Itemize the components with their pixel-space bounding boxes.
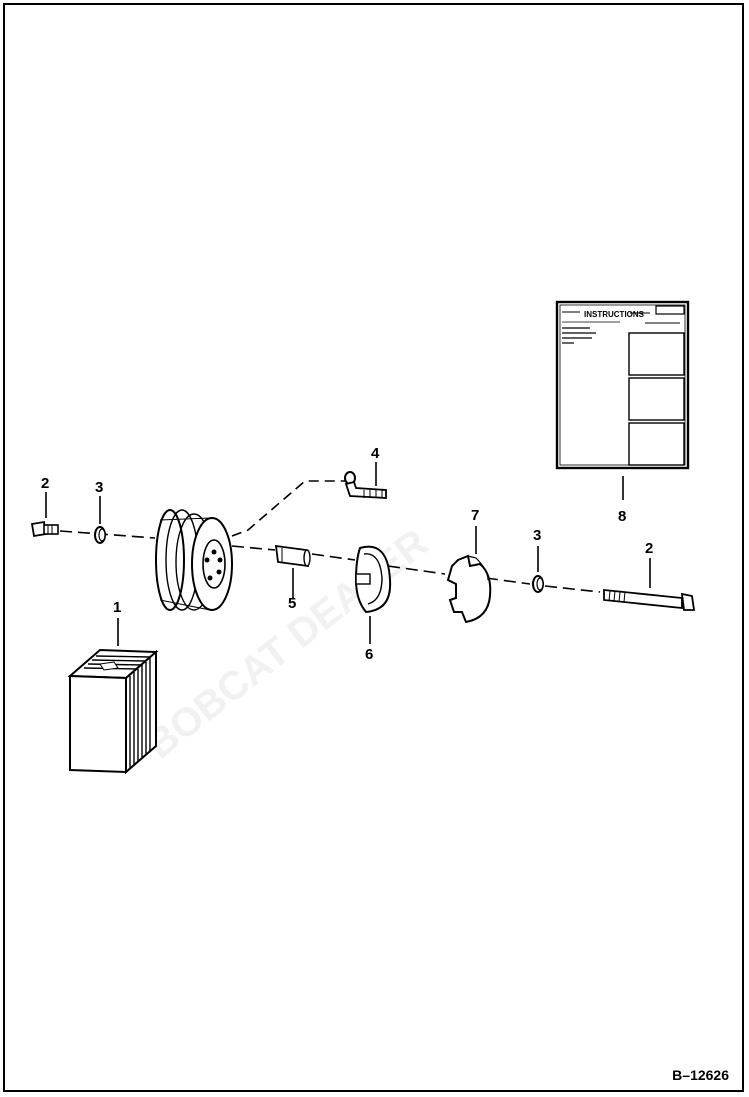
split-collar: [354, 545, 392, 644]
assembly-centerline: [59, 530, 601, 593]
callout-4: 4: [371, 445, 380, 462]
figure-number: B–12626: [672, 1067, 729, 1083]
callout-2-left: 2: [41, 475, 49, 492]
spacer-tube: [274, 544, 311, 598]
callout-2-right: 2: [645, 540, 653, 557]
callout-7: 7: [471, 507, 479, 524]
instruction-sheet-heading: INSTRUCTIONS: [584, 310, 645, 319]
callout-5: 5: [288, 595, 296, 612]
valve-stem: [344, 462, 387, 499]
washer-right: [532, 546, 544, 593]
valve-stem-path: [231, 480, 345, 537]
callout-3-left: 3: [95, 479, 103, 496]
page-border: [3, 3, 744, 1092]
callout-3-right: 3: [533, 527, 541, 544]
parts-box: [67, 618, 159, 775]
instruction-sheet: INSTRUCTIONS: [555, 300, 690, 500]
bolt-right: [603, 558, 696, 611]
wheel-rim: [155, 509, 233, 611]
callout-6: 6: [365, 646, 373, 663]
callout-8: 8: [618, 508, 626, 525]
lock-plate: [446, 526, 492, 624]
washer-left: [94, 526, 106, 544]
callout-1: 1: [113, 599, 121, 616]
bolt-left: [30, 520, 59, 538]
